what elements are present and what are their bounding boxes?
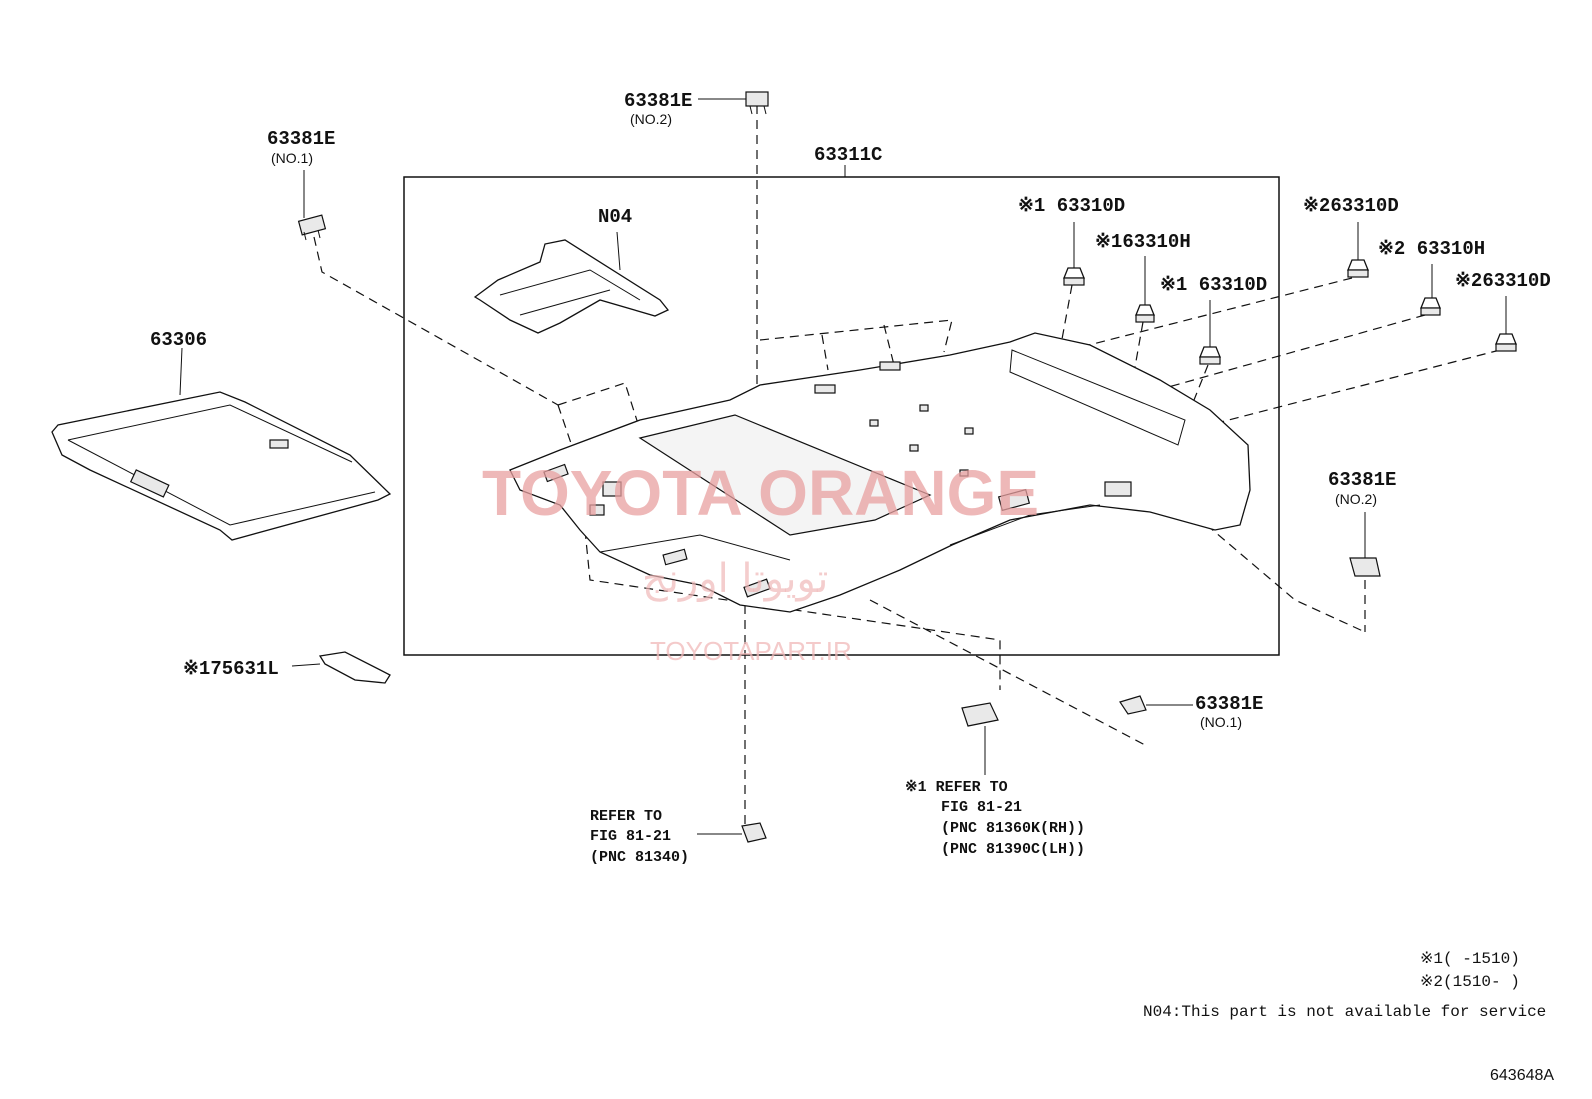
sunroof-opening (638, 414, 932, 536)
watermark-persian: تویوتا اورنج (642, 556, 828, 602)
clip-63381e-bottom (1119, 695, 1147, 715)
label-63381e-right-sub: (NO.2) (1335, 491, 1377, 507)
label-63310d-c: ※263310D (1303, 195, 1399, 217)
label-63381e-right: 63381E (1328, 469, 1396, 491)
clip-63310d-c (1347, 259, 1369, 278)
ref-center-line1: REFER TO (590, 808, 662, 825)
label-63381e-top-sub: (NO.2) (630, 111, 672, 127)
label-63310d-a: ※1 63310D (1018, 195, 1125, 217)
lamp-part-81340 (741, 822, 767, 843)
assist-grip-mount (589, 504, 605, 516)
ref-center-line2: FIG 81-21 (590, 828, 671, 845)
headliner-tab (269, 439, 289, 449)
headliner-lamp-hole (129, 469, 170, 498)
label-63381e-left: 63381E (267, 128, 335, 150)
diagram-code: 643648A (1490, 1067, 1554, 1084)
ref-right-line1: ※1 REFER TO (905, 779, 1008, 796)
label-n04: N04 (598, 206, 632, 228)
ref-right-line2: FIG 81-21 (941, 799, 1022, 816)
ref-right-line4: (PNC 81390C(LH)) (941, 841, 1085, 858)
clip-hole (879, 361, 901, 371)
headliner-63311c (509, 332, 1251, 613)
lamp-hole (997, 488, 1031, 512)
assist-grip-mount (602, 481, 622, 497)
lamp-part-81360k (961, 702, 999, 727)
note-n04: N04:This part is not available for servi… (1143, 1003, 1546, 1021)
label-75631l: ※175631L (183, 658, 279, 680)
clip-hole (869, 419, 879, 427)
clip-hole (909, 444, 919, 452)
label-63310d-b: ※1 63310D (1160, 274, 1267, 296)
clip-hole (964, 427, 974, 435)
clip-63310d-a (1063, 267, 1085, 286)
label-63381e-bottom-sub: (NO.1) (1200, 714, 1242, 730)
note-2: ※2(1510- ) (1420, 973, 1520, 991)
label-63310h-a: ※163310H (1095, 231, 1191, 253)
clip-63381e-left (297, 214, 327, 241)
ref-center-line3: (PNC 81340) (590, 849, 689, 866)
clip-hole (814, 384, 836, 394)
clip-63381e-right (1349, 557, 1381, 577)
visor-hole (662, 548, 688, 566)
visor-hole (743, 578, 771, 598)
assembly-frame (403, 176, 1280, 656)
headliner-63306 (51, 391, 392, 541)
n04-bracket (473, 239, 670, 334)
label-63306: 63306 (150, 329, 207, 351)
clip-63310h-b (1420, 297, 1441, 316)
label-63381e-left-sub: (NO.1) (271, 150, 313, 166)
watermark-brand: TOYOTA ORANGE (482, 457, 1039, 529)
clip-hole (959, 469, 969, 477)
watermark-site: TOYOTAPART.IR (650, 636, 852, 666)
ref-right-line3: (PNC 81360K(RH)) (941, 820, 1085, 837)
label-63311c: 63311C (814, 144, 882, 166)
label-63381e-bottom: 63381E (1195, 693, 1263, 715)
label-63310h-b: ※2 63310H (1378, 238, 1485, 260)
clip-hole (919, 404, 929, 412)
note-1: ※1( -1510) (1420, 950, 1520, 968)
lamp-hole (1104, 481, 1132, 497)
clip-63310h-a (1135, 304, 1155, 323)
clip-63310d-b (1199, 346, 1221, 365)
assist-grip-mount (543, 463, 569, 483)
clip-63310d-d (1495, 333, 1517, 352)
label-63310d-d: ※263310D (1455, 270, 1551, 292)
label-leaders (179, 98, 1507, 835)
bracket-75631l (318, 651, 391, 684)
label-63381e-top: 63381E (624, 90, 692, 112)
